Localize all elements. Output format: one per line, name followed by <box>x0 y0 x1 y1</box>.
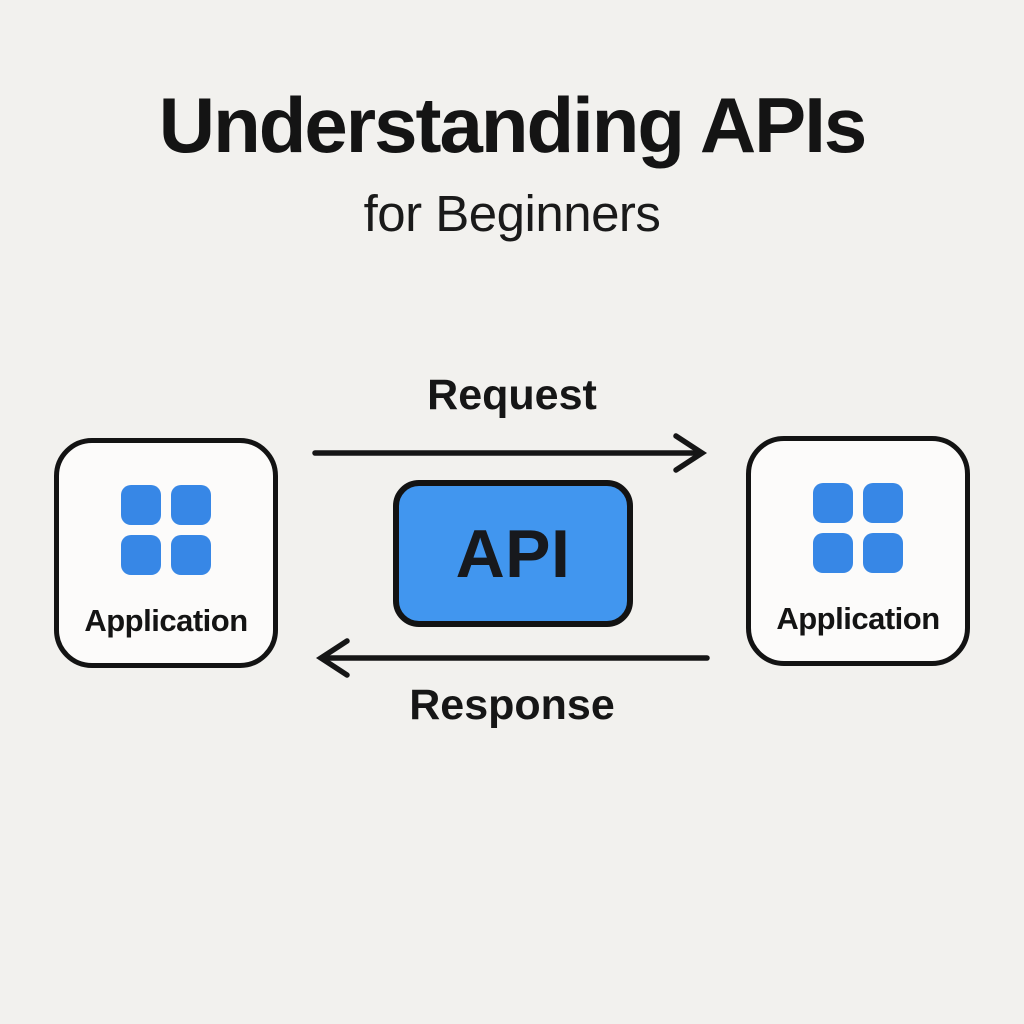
api-label: API <box>455 515 571 592</box>
response-label: Response <box>409 681 615 729</box>
api-node: API <box>393 480 633 627</box>
application-node-right: Application <box>746 436 970 666</box>
app-grid-icon <box>813 483 903 573</box>
response-arrow-left-icon <box>315 638 710 678</box>
page-subtitle: for Beginners <box>363 185 661 242</box>
application-node-left: Application <box>54 438 278 668</box>
application-label-right: Application <box>776 601 940 636</box>
application-label-left: Application <box>84 603 248 638</box>
request-label: Request <box>427 371 597 419</box>
app-grid-icon <box>121 485 211 575</box>
request-arrow-right-icon <box>312 433 708 473</box>
page-title: Understanding APIs <box>158 81 868 169</box>
